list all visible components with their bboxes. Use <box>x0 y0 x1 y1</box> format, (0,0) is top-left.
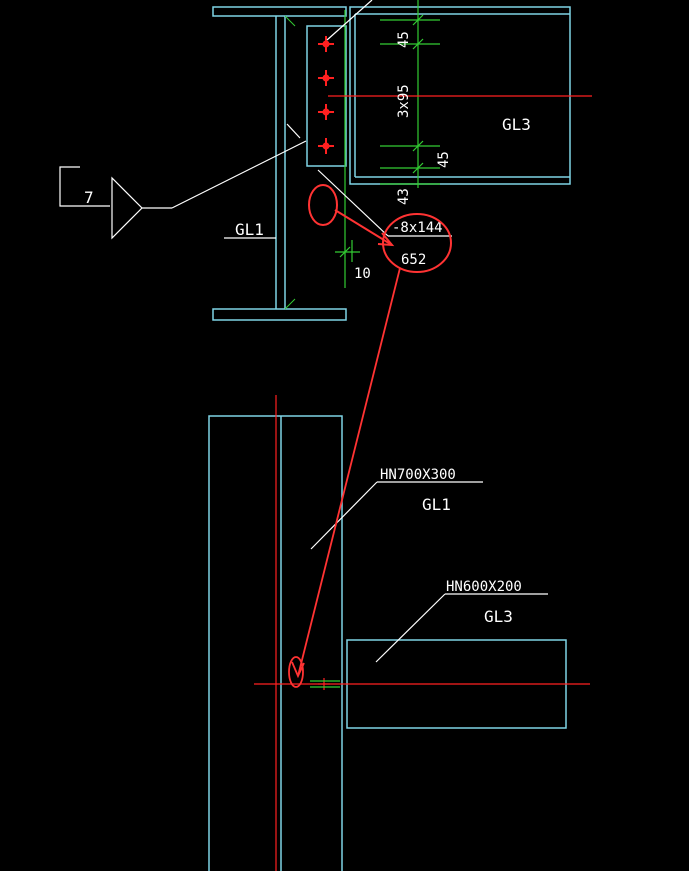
highlight-circle-weld <box>308 184 338 226</box>
bolt-cross-icon <box>318 70 334 86</box>
highlight-annotations-top <box>308 184 452 273</box>
plate-spec-label: -8x144 <box>392 220 443 236</box>
gl1-bottom-flange <box>212 308 347 321</box>
plate-length-label: 652 <box>401 252 426 268</box>
plan-centerlines <box>254 395 590 871</box>
gl1-top-flange <box>212 6 347 17</box>
gap-dim-label: 10 <box>354 266 371 282</box>
gl3-detail-label: GL3 <box>502 115 531 134</box>
bolt-cross-icon <box>318 138 334 154</box>
highlight-annotations-link <box>288 267 401 688</box>
gl1-detail-label: GL1 <box>235 220 264 239</box>
gl1-section-label: HN700X300 <box>380 467 456 483</box>
dim-top-label: 45 <box>396 31 412 48</box>
plan-leaders <box>310 481 548 663</box>
dim-edge-label: 43 <box>396 188 412 205</box>
dimension-lines <box>335 0 440 288</box>
dim-bottom-label: 45 <box>436 151 452 168</box>
bolt-group <box>318 36 334 154</box>
bolt-cross-icon <box>318 104 334 120</box>
highlight-circle-plate <box>382 213 452 273</box>
gl3-name-label: GL3 <box>484 607 513 626</box>
gl1-name-label: GL1 <box>422 495 451 514</box>
gl3-section-label: HN600X200 <box>446 579 522 595</box>
plan-detail <box>208 415 567 871</box>
highlight-circle-plan <box>288 656 304 688</box>
fillet-weld-symbol <box>59 166 172 240</box>
dim-pitch-label: 3x95 <box>396 84 412 118</box>
leader-lines <box>171 0 452 239</box>
weld-size-label: 7 <box>84 188 94 207</box>
bolt-cross-icon <box>318 36 334 52</box>
section-detail <box>212 6 571 321</box>
